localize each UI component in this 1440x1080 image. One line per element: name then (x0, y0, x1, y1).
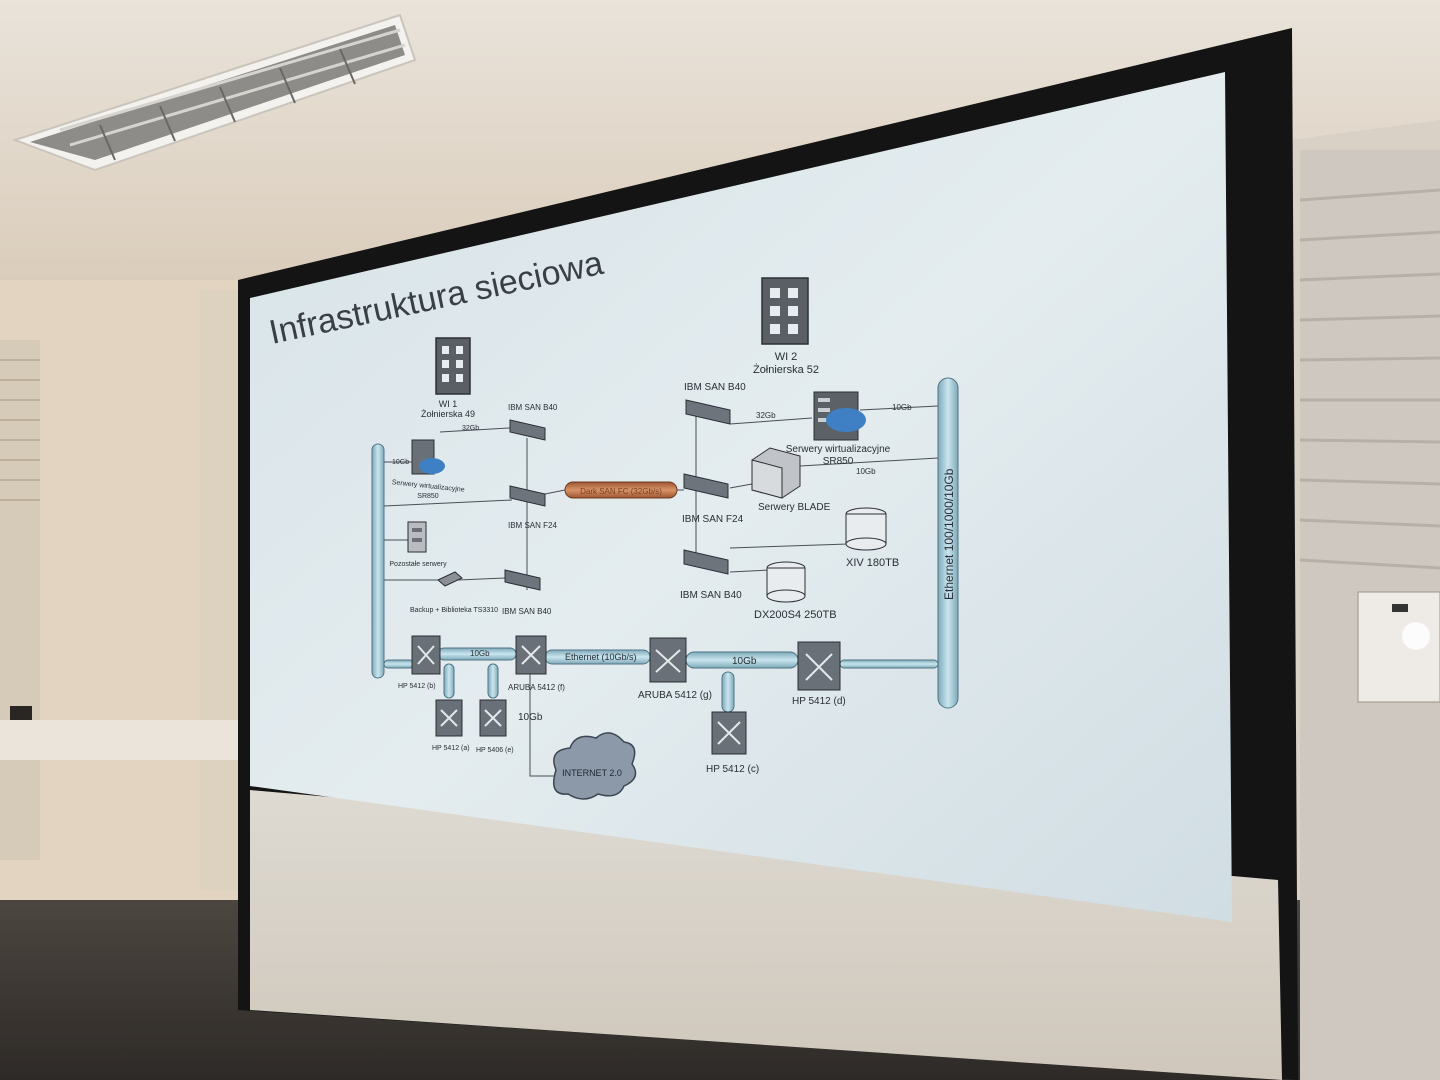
building-wi1-icon (435, 337, 471, 395)
right-ibm-san-f24-icon (683, 473, 729, 499)
right-blade-servers-label: Serwery BLADE (758, 502, 831, 513)
switch-hp-e-label: HP 5406 (e) (476, 747, 514, 754)
right-ibm-san-f24-label: IBM SAN F24 (682, 514, 744, 525)
wi2-name: WI 2 (775, 351, 798, 363)
wi1-name: WI 1 (439, 399, 458, 409)
ceiling-light-fixture (11, 13, 417, 172)
dark-fiber-label: Dark SAN FC (32Gb/s) (580, 487, 662, 496)
left-ibm-san-f24-label: IBM SAN F24 (508, 521, 557, 530)
switch-hp-a-icon (435, 699, 463, 737)
right-dx-label: DX200S4 250TB (754, 609, 837, 621)
pipe-hp-d-to-bus (839, 659, 939, 669)
switch-hp-e-icon (479, 699, 507, 737)
left-other-servers-label: Pozostałe serwery (389, 561, 447, 568)
pipe-to-hp-c (721, 671, 735, 713)
pipe-to-hp-a (443, 663, 455, 699)
left-virtualization-servers-icon (411, 439, 445, 475)
right-virtualization-servers-icon (813, 391, 866, 441)
link-af-internet-label: 10Gb (518, 712, 543, 723)
right-virtual-servers-line2: SR850 (823, 456, 854, 467)
switch-hp-a-label: HP 5412 (a) (432, 745, 470, 752)
switch-aruba-g-label: ARUBA 5412 (g) (638, 690, 712, 701)
right-ibm-san-b40-top-label: IBM SAN B40 (684, 382, 746, 393)
link-af-ag-label: Ethernet (10Gb/s) (565, 652, 637, 662)
building-wi2-icon (761, 277, 809, 345)
link-ag-hd-label: 10Gb (732, 656, 757, 667)
internet-cloud-icon (553, 732, 637, 800)
left-ibm-san-f24-icon (509, 485, 546, 507)
pipe-bus-to-hp-b (383, 659, 415, 669)
right-ethernet-pipe (937, 377, 959, 709)
switch-hp-d-label: HP 5412 (d) (792, 696, 846, 707)
switch-aruba-g-icon (649, 637, 687, 683)
right-ibm-san-b40-bottom-icon (683, 549, 729, 575)
wi2-address: Żołnierska 52 (753, 363, 819, 376)
right-ibm-san-b40-bottom-label: IBM SAN B40 (680, 590, 742, 601)
left-32gb-label: 32Gb (462, 425, 479, 432)
right-xiv-storage-icon (845, 507, 887, 551)
right-32gb-label: 32Gb (756, 411, 776, 420)
switch-hp-c-label: HP 5412 (c) (706, 764, 759, 775)
ethernet-bus-label: Ethernet 100/1000/10Gb (942, 468, 956, 600)
switch-hp-b-icon (411, 635, 441, 675)
wi1-address: Żołnierska 49 (421, 409, 475, 419)
left-site-lines (383, 427, 566, 590)
left-ibm-san-b40-top-label: IBM SAN B40 (508, 403, 558, 412)
left-10gb-label: 10Gb (392, 459, 409, 466)
right-10gb-blade-label: 10Gb (856, 467, 876, 476)
wall-socket (10, 706, 32, 720)
switch-hp-b-label: HP 5412 (b) (398, 683, 436, 690)
switch-hp-c-icon (711, 711, 747, 755)
right-xiv-label: XIV 180TB (846, 557, 899, 569)
right-dx-storage-icon (766, 561, 806, 603)
switch-aruba-f-icon (515, 635, 547, 675)
pipe-to-hp-e (487, 663, 499, 699)
left-ibm-san-b40-bottom-icon (504, 569, 541, 591)
right-blade-servers-icon (751, 447, 801, 499)
right-ibm-san-b40-top-icon (685, 399, 731, 425)
internet-link-line (529, 674, 556, 777)
left-backup-label: Backup + Biblioteka TS3310 (410, 607, 498, 614)
right-10gb-top-label: 10Gb (892, 403, 912, 412)
whiteboard (1357, 591, 1440, 703)
link-hb-af-label: 10Gb (470, 649, 490, 658)
left-virtual-servers-line2: SR850 (417, 493, 439, 500)
left-other-servers-icon (407, 521, 427, 553)
projected-slide: Infrastruktura sieciowa WI 1 Żołnierska … (250, 72, 1232, 922)
left-ibm-san-b40-bottom-label: IBM SAN B40 (502, 607, 552, 616)
internet-label: INTERNET 2.0 (562, 768, 622, 778)
right-virtual-servers-line1: Serwery wirtualizacyjne (786, 444, 891, 455)
left-backup-library-icon (437, 571, 463, 587)
switch-hp-d-icon (797, 641, 841, 691)
left-ibm-san-b40-top-icon (509, 419, 546, 441)
switch-aruba-f-label: ARUBA 5412 (f) (508, 683, 565, 692)
left-ethernet-pipe (371, 443, 385, 679)
